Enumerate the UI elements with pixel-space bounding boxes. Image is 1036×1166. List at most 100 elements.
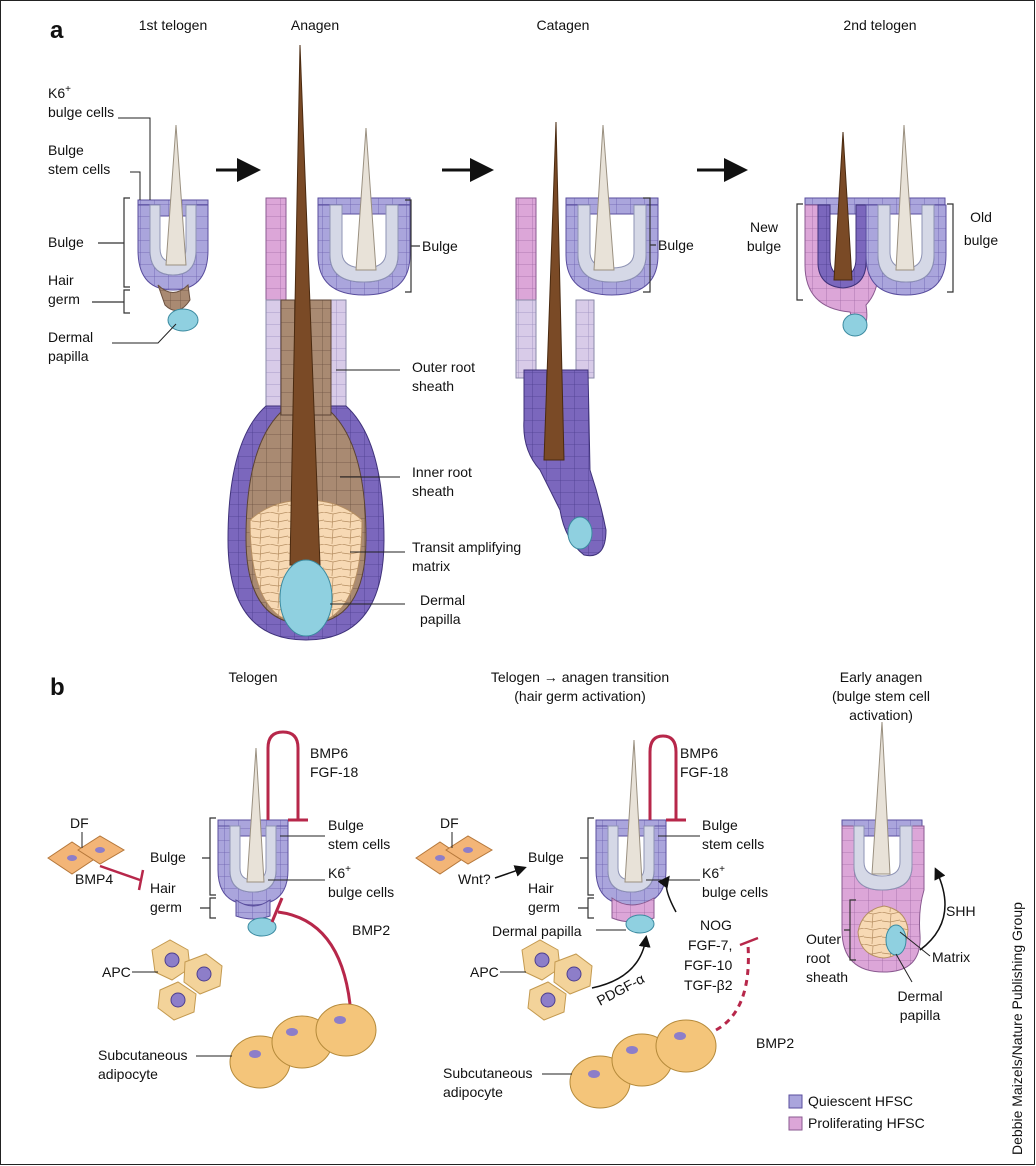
label-hair-germ: Hair [48, 272, 74, 288]
telogen-hair-germ-bracket [200, 898, 216, 918]
telogen-df-cells [48, 836, 124, 874]
label-inner-root-sheath-line2: sheath [412, 483, 454, 499]
early-anagen-title-line3: activation) [849, 707, 913, 723]
early-anagen-ors-line3: sheath [806, 969, 848, 985]
transition-follicle [596, 740, 666, 933]
legend-quiescent: Quiescent HFSC [808, 1093, 913, 1109]
label-old-bulge-line2: bulge [964, 232, 998, 248]
transition-wnt-arrow [495, 868, 524, 878]
label-dermal-papilla-line2: papilla [48, 348, 89, 364]
label-inner-root-sheath: Inner root [412, 464, 472, 480]
label-new-bulge: New [750, 219, 779, 235]
label-hair-germ-line2: germ [48, 291, 80, 307]
transition-factor-tgfb2: TGF-β2 [684, 977, 733, 993]
legend-proliferating: Proliferating HFSC [808, 1115, 925, 1131]
legend-swatch-quiescent [789, 1095, 802, 1108]
early-anagen-matrix: Matrix [932, 949, 970, 965]
early-anagen-follicle [842, 722, 924, 972]
label-anagen-dermal-papilla: Dermal [420, 592, 465, 608]
early-anagen-title-line2: (bulge stem cell [832, 688, 930, 704]
transition-pdgf: PDGF-α [594, 970, 647, 1008]
follicle-2nd-telogen [805, 125, 946, 336]
telogen-adipocyte-line2: adipocyte [98, 1066, 158, 1082]
label-k6-bulge-cells-line2: bulge cells [48, 104, 114, 120]
transition-niche-arrow [666, 878, 676, 912]
telogen-bmp4: BMP4 [75, 871, 113, 887]
telogen-adipocyte: Subcutaneous [98, 1047, 188, 1063]
transition-k6-line2: bulge cells [702, 884, 768, 900]
transition-df-cells [416, 836, 492, 874]
transition-adipocytes [570, 1020, 716, 1108]
label-transit-amplifying-matrix-line2: matrix [412, 558, 450, 574]
stage-title-1st-telogen: 1st telogen [139, 17, 208, 33]
transition-adipocyte-line2: adipocyte [443, 1084, 503, 1100]
transition-factor-nog: NOG [700, 917, 732, 933]
telogen-apc-cells [152, 940, 222, 1020]
legend: Quiescent HFSC Proliferating HFSC [789, 1093, 925, 1131]
telogen-bmp2-inhibition-bar [272, 898, 282, 922]
label-anagen-dermal-papilla-line2: papilla [420, 611, 461, 627]
label-bulge: Bulge [48, 234, 84, 250]
transition-df: DF [440, 815, 459, 831]
telogen-bmp2: BMP2 [352, 922, 390, 938]
transition-hair-germ-line2: germ [528, 899, 560, 915]
label-bulge-stem-cells: Bulge [48, 142, 84, 158]
transition-bulge: Bulge [528, 849, 564, 865]
early-anagen-title: Early anagen [840, 669, 923, 685]
transition-bulge-stem: Bulge [702, 817, 738, 833]
telogen-hair-germ-line2: germ [150, 899, 182, 915]
telogen-bulge: Bulge [150, 849, 186, 865]
early-anagen-ors-line2: root [806, 950, 830, 966]
label-catagen-bulge: Bulge [658, 237, 694, 253]
early-anagen-shh: SHH [946, 903, 976, 919]
transition-apc-cells [522, 940, 592, 1020]
stage-title-anagen: Anagen [291, 17, 339, 33]
transition-bmp6-feedback-arc [650, 736, 676, 820]
telogen-bmp2-inhibition-line [278, 912, 350, 1004]
transition-factor-fgf7: FGF-7, [688, 937, 732, 953]
credit-text: Debbie Maizels/Nature Publishing Group [1009, 902, 1025, 1155]
transition-bmp2-inhibition-bar [740, 938, 758, 945]
label-bulge-stem-cells-line2: stem cells [48, 161, 110, 177]
label-transit-amplifying-matrix: Transit amplifying [412, 539, 521, 555]
transition-wnt: Wnt? [458, 871, 491, 887]
label-anagen-bulge: Bulge [422, 238, 458, 254]
legend-swatch-proliferating [789, 1117, 802, 1130]
transition-k6: K6+ [702, 864, 725, 881]
transition-title: Telogen → anagen transition [491, 669, 669, 685]
telogen-adipocytes [230, 1004, 376, 1088]
follicle-anagen [228, 45, 410, 640]
transition-dermal-papilla: Dermal papilla [492, 923, 582, 939]
label-outer-root-sheath-line2: sheath [412, 378, 454, 394]
panel-b-letter: b [50, 674, 65, 701]
stage-title-2nd-telogen: 2nd telogen [843, 17, 916, 33]
transition-apc: APC [470, 964, 499, 980]
leader-k6 [118, 118, 150, 200]
telogen-k6: K6+ [328, 864, 351, 881]
leader-bulge-stem [130, 172, 140, 200]
early-anagen-dermal-papilla-line2: papilla [900, 1007, 941, 1023]
telogen-bulge-stem: Bulge [328, 817, 364, 833]
transition-bulge-stem-line2: stem cells [702, 836, 764, 852]
telogen-k6-line2: bulge cells [328, 884, 394, 900]
telogen-title: Telogen [228, 669, 277, 685]
bracket-bulge [98, 198, 130, 287]
bracket-old-bulge [947, 204, 953, 292]
leader-dermal-papilla [112, 324, 176, 343]
transition-hair-germ-bracket [578, 898, 594, 918]
transition-bmp6: BMP6 [680, 745, 718, 761]
label-outer-root-sheath: Outer root [412, 359, 475, 375]
stage-title-catagen: Catagen [537, 17, 590, 33]
telogen-bulge-stem-line2: stem cells [328, 836, 390, 852]
early-anagen-dermal-papilla: Dermal [897, 988, 942, 1004]
telogen-apc: APC [102, 964, 131, 980]
label-new-bulge-line2: bulge [747, 238, 781, 254]
transition-fgf18: FGF-18 [680, 764, 728, 780]
transition-bulge-bracket [580, 818, 594, 895]
label-k6-bulge-cells: K6+ [48, 84, 71, 101]
panel-a-letter: a [50, 17, 64, 44]
follicle-1st-telogen [138, 125, 208, 331]
follicle-catagen [516, 122, 658, 556]
